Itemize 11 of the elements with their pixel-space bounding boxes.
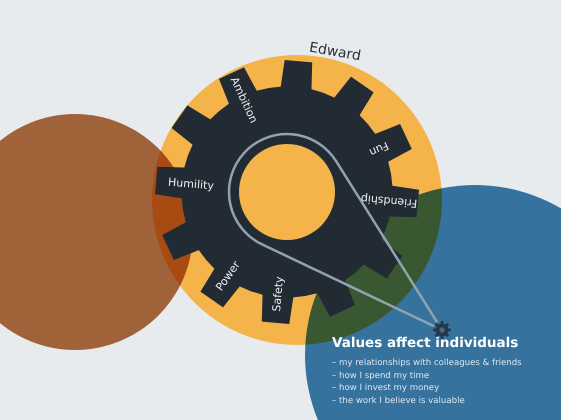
tooth-label: Friendship	[360, 192, 418, 210]
list-item: – how I invest my money	[332, 383, 440, 393]
tooth-label: Fun	[368, 138, 392, 159]
tooth-label: Humility	[168, 175, 215, 192]
tooth-label: Safety	[270, 276, 286, 312]
loop-connector	[228, 132, 438, 328]
circle-title: Edward	[308, 40, 362, 64]
list-item: – my relationships with colleagues & friends	[332, 358, 522, 368]
list-item: – the work I believe is valuable	[332, 396, 465, 406]
list-item: – how I spend my time	[332, 370, 430, 380]
heading: Values affect individuals	[332, 335, 518, 351]
